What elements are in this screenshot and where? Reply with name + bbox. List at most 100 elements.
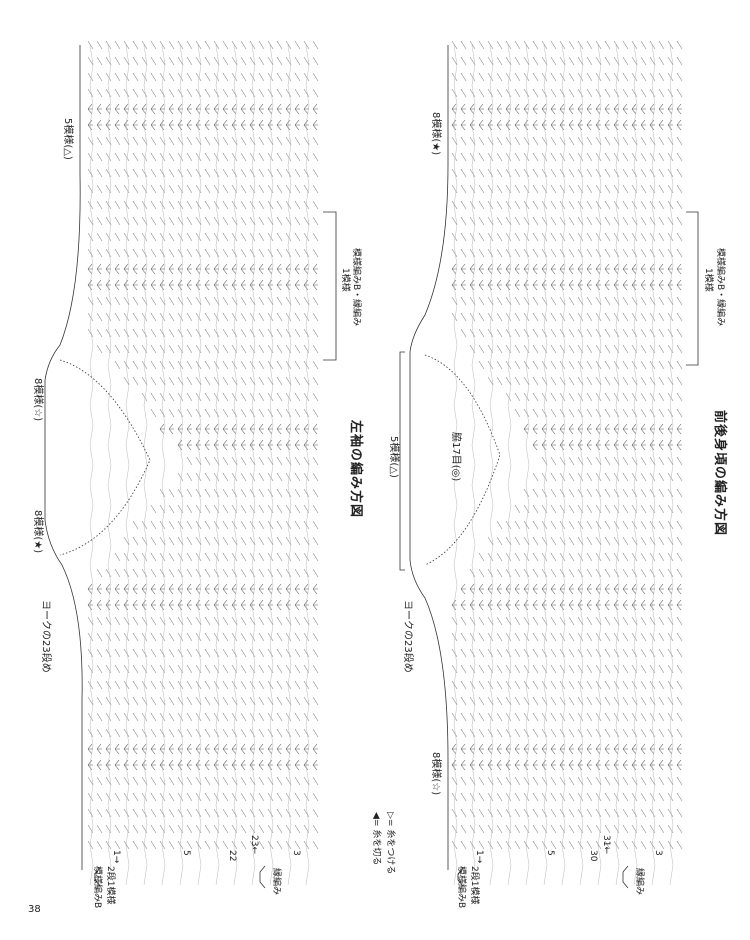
stitch-mark [96, 56, 103, 66]
stitch-mark [204, 568, 211, 578]
stitch-mark [168, 200, 175, 210]
stitch-mark [568, 520, 575, 530]
stitch-fan-mark [604, 103, 610, 115]
stitch-mark [195, 536, 202, 546]
chain-line [233, 44, 238, 886]
stitch-mark [577, 520, 584, 530]
stitch-mark [667, 376, 674, 386]
stitch-mark [496, 536, 503, 546]
stitch-mark [532, 664, 539, 674]
stitch-mark [514, 216, 521, 226]
stitch-fan-mark [186, 119, 192, 131]
stitch-mark [631, 136, 638, 146]
stitch-mark [532, 840, 539, 850]
stitch-fan-mark [631, 743, 637, 755]
stitch-mark [222, 328, 229, 338]
stitch-mark [541, 312, 548, 322]
stitch-fan-mark [303, 263, 309, 275]
stitch-fan-mark [285, 119, 291, 131]
stitch-mark [177, 696, 184, 706]
stitch-fan-mark [213, 263, 219, 275]
stitch-mark [550, 520, 557, 530]
stitch-mark [303, 72, 310, 82]
stitch-mark [294, 72, 301, 82]
stitch-mark [667, 712, 674, 722]
stitch-mark [150, 840, 157, 850]
stitch-mark [469, 136, 476, 146]
stitch-fan-mark [478, 743, 484, 755]
stitch-fan-mark [114, 263, 120, 275]
stitch-mark [451, 632, 458, 642]
stitch-mark [514, 232, 521, 242]
stitch-mark [294, 296, 301, 306]
stitch-mark [577, 840, 584, 850]
stitch-mark [204, 728, 211, 738]
stitch-mark [132, 680, 139, 690]
stitch-mark [258, 824, 265, 834]
stitch-mark [595, 792, 602, 802]
stitch-mark [123, 312, 130, 322]
stitch-mark [640, 664, 647, 674]
stitch-mark [496, 40, 503, 50]
stitch-mark [177, 168, 184, 178]
stitch-mark [213, 40, 220, 50]
body-center-label: 脇17目(◎) [450, 432, 461, 482]
stitch-fan-mark [294, 423, 300, 435]
stitch-mark [469, 840, 476, 850]
stitch-fan-mark [622, 743, 628, 755]
stitch-mark [123, 72, 130, 82]
stitch-mark [586, 72, 593, 82]
stitch-mark [667, 88, 674, 98]
stitch-mark [231, 616, 238, 626]
stitch-mark [186, 56, 193, 66]
stitch-mark [667, 152, 674, 162]
stitch-mark [613, 232, 620, 242]
stitch-mark [204, 696, 211, 706]
stitch-mark [177, 136, 184, 146]
stitch-mark [595, 72, 602, 82]
stitch-mark [604, 568, 611, 578]
stitch-mark [285, 648, 292, 658]
stitch-mark [676, 168, 683, 178]
stitch-mark [123, 152, 130, 162]
stitch-mark [478, 296, 485, 306]
stitch-fan-mark [523, 423, 529, 435]
stitch-mark [132, 840, 139, 850]
stitch-fan-mark [204, 103, 210, 115]
stitch-mark [676, 504, 683, 514]
stitch-mark [469, 776, 476, 786]
stitch-mark [195, 408, 202, 418]
stitch-mark [285, 536, 292, 546]
stitch-fan-mark [532, 759, 538, 771]
stitch-mark [213, 456, 220, 466]
stitch-mark [276, 344, 283, 354]
stitch-mark [604, 824, 611, 834]
stitch-mark [294, 808, 301, 818]
stitch-mark [640, 168, 647, 178]
stitch-mark [186, 520, 193, 530]
stitch-mark [559, 56, 566, 66]
stitch-fan-mark [249, 583, 255, 595]
stitch-mark [312, 360, 319, 370]
stitch-mark [204, 616, 211, 626]
stitch-mark [231, 728, 238, 738]
stitch-mark [577, 136, 584, 146]
stitch-mark [240, 184, 247, 194]
stitch-fan-mark [177, 439, 183, 451]
stitch-mark [667, 408, 674, 418]
sleeve-side-label-3: 縁編み [271, 868, 281, 896]
stitch-mark [613, 376, 620, 386]
stitch-mark [87, 168, 94, 178]
stitch-mark [222, 712, 229, 722]
stitch-mark [105, 840, 112, 850]
stitch-mark [577, 152, 584, 162]
stitch-mark [114, 328, 121, 338]
stitch-fan-mark [469, 583, 475, 595]
stitch-mark [505, 328, 512, 338]
stitch-mark [276, 56, 283, 66]
stitch-mark [487, 248, 494, 258]
stitch-mark [159, 520, 166, 530]
stitch-mark [451, 152, 458, 162]
stitch-fan-mark [213, 279, 219, 291]
stitch-mark [204, 776, 211, 786]
